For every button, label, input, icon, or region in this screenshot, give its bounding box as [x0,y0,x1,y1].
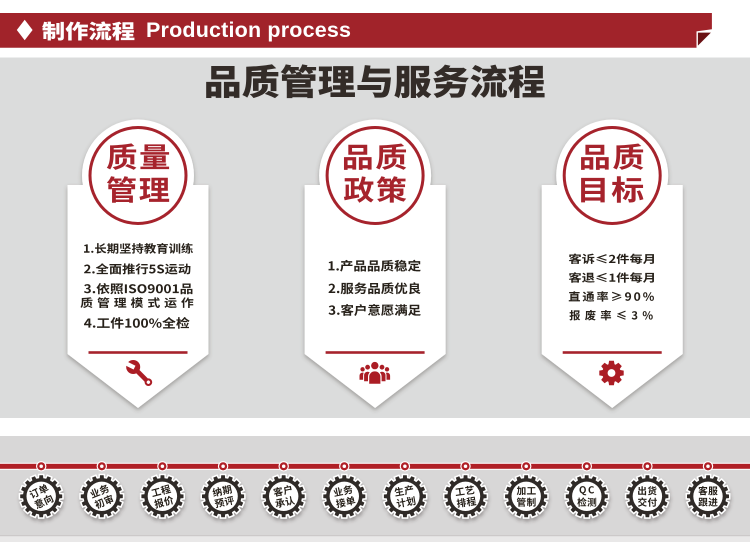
svg-text:Production process: Production process [146,18,351,42]
